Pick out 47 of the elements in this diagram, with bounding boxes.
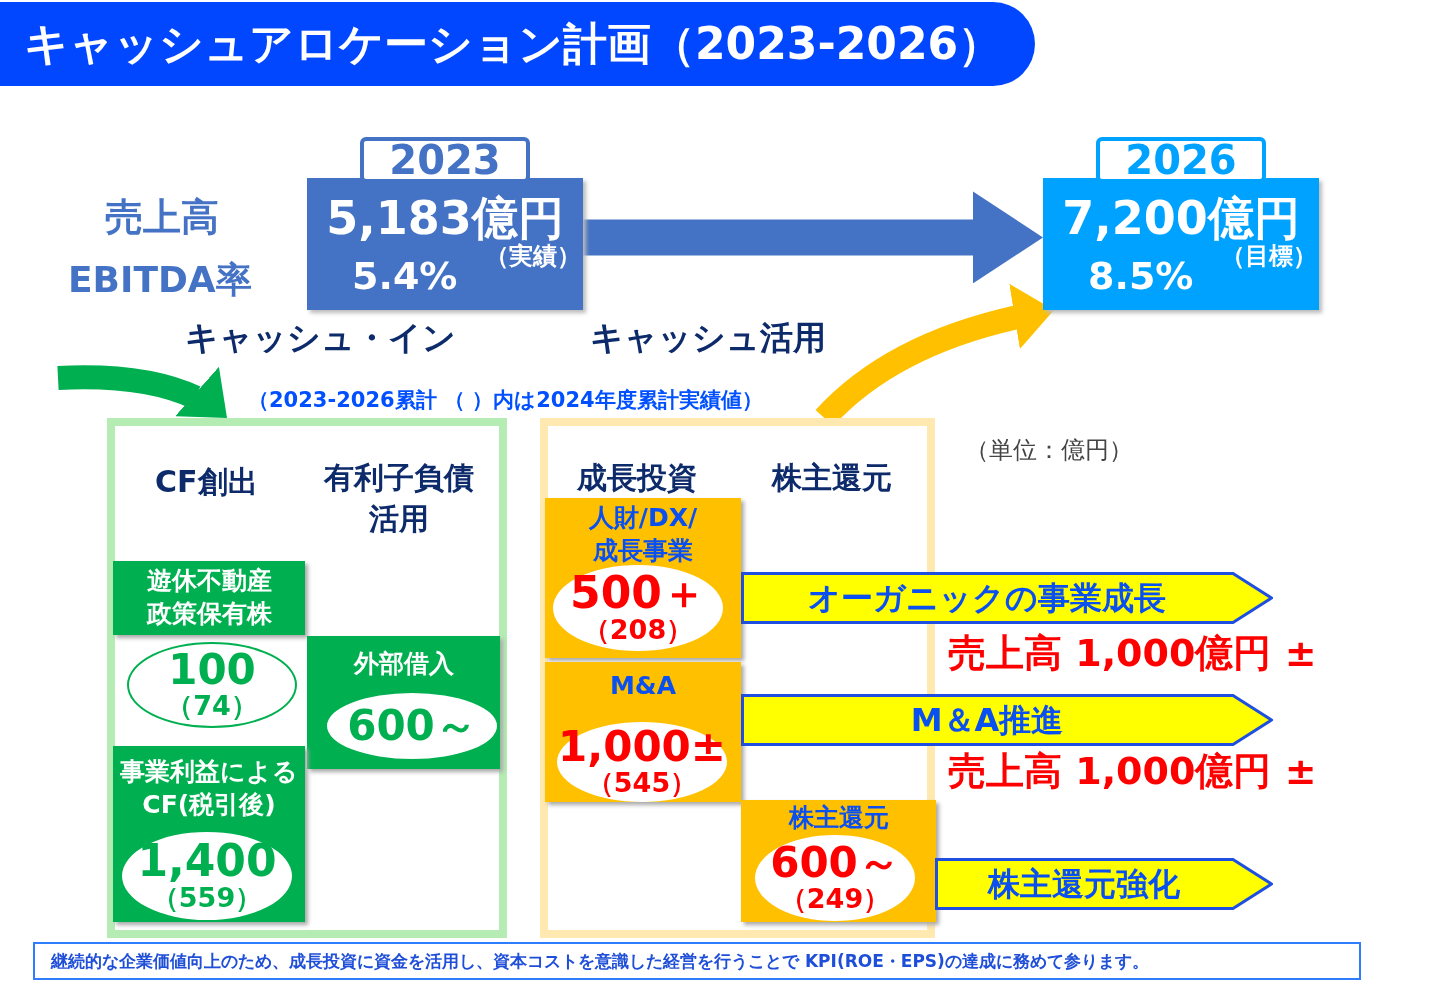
actual-value: （249） — [779, 884, 891, 914]
category-label: 人財/DX/成長事業 — [587, 502, 699, 567]
arrow-banner — [935, 858, 1273, 910]
status-note: （実績） — [485, 241, 581, 272]
category-label: M&A — [609, 670, 677, 702]
caption-note: 継続的な企業価値向上のため、成長投資に資金を活用し、資本コストを意識した経営を行うことで KPI(ROE・EPS)の達成に務めて参ります。 — [33, 942, 1361, 980]
amount-value: 500＋ — [570, 571, 706, 616]
actual-value: （559） — [151, 883, 263, 913]
period-note: （2023-2026累計 （ ）内は2024年度累計実績値） — [248, 387, 763, 414]
amount-value: 600～ — [347, 705, 477, 747]
title-banner: キャッシュアロケーション計画（2023-2026） — [0, 2, 1035, 86]
amount-value: 1,400 — [137, 839, 277, 884]
column-heading: 成長投資 — [577, 459, 697, 497]
arrow — [583, 191, 1043, 284]
arrow-banner — [741, 694, 1273, 746]
section-heading: キャッシュ・イン — [185, 318, 456, 358]
category-box — [741, 800, 936, 922]
metric-label: EBITDA率 — [68, 258, 252, 302]
banner-text: オーガニックの事業成長 — [807, 578, 1167, 619]
category-label: 株主還元 — [787, 802, 890, 834]
category-box — [545, 662, 741, 802]
column-heading: 有利子負債活用 — [322, 459, 475, 538]
actual-value: （208） — [582, 615, 694, 645]
category-box — [307, 636, 500, 769]
category-label: 遊休不動産政策保有株 — [145, 565, 273, 630]
category-box — [113, 746, 305, 922]
ebitda-value: 8.5% — [1088, 254, 1194, 298]
target-text: 売上高 1,000億円 ± — [948, 630, 1317, 677]
metric-label: 売上高 — [105, 194, 219, 241]
banner-text: 株主還元強化 — [986, 864, 1181, 905]
section-heading: キャッシュ活用 — [590, 318, 826, 358]
amount-value: 1,000± — [558, 726, 727, 769]
column-heading: 株主還元 — [772, 459, 892, 497]
unit-note: （単位：億円） — [965, 435, 1133, 466]
target-text: 売上高 1,000億円 ± — [948, 748, 1317, 795]
category-label: 事業利益によるCF(税引後) — [119, 756, 299, 821]
ebitda-value: 5.4% — [352, 254, 458, 298]
category-label: 外部借入 — [352, 648, 455, 680]
actual-value: （545） — [586, 768, 698, 798]
category-box — [113, 561, 305, 635]
category-box — [545, 498, 741, 658]
amount-value: 100 — [168, 649, 256, 692]
banner-text: M＆A推進 — [909, 700, 1065, 741]
arrow-banner — [741, 572, 1273, 624]
actual-value: （74） — [166, 691, 258, 721]
amount-value: 600～ — [770, 842, 900, 885]
column-heading: CF創出 — [155, 463, 258, 501]
